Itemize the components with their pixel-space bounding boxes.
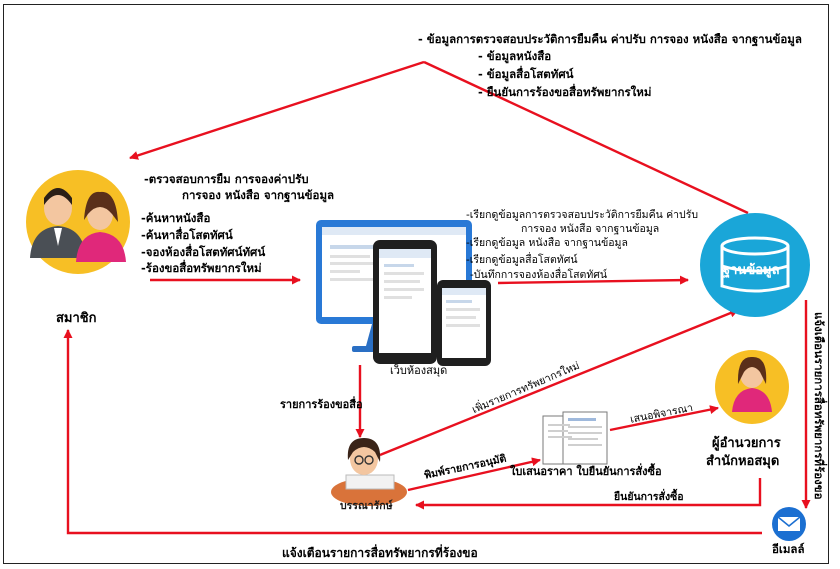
database-label: ฐานข้อมูล bbox=[723, 263, 780, 278]
director-figure bbox=[715, 350, 789, 424]
note-member-check-1: -ตรวจสอบการยืม การจองค่าปรับ bbox=[144, 172, 309, 186]
arrow-librarian-to-quotation bbox=[407, 457, 541, 492]
librarian-figure bbox=[331, 438, 407, 506]
note-member-action-2: -ค้นหาสื่อโสตทัศน์ bbox=[141, 228, 233, 242]
note-web-db-5: -บันทึกการจองห้องสื่อโสตทัศน์ bbox=[470, 269, 608, 281]
director-label-1: ผู้อำนวยการ bbox=[712, 436, 781, 451]
arrow-librarian-to-db bbox=[379, 308, 739, 457]
website-label: เว็บห้องสมุด bbox=[390, 364, 448, 377]
librarian-label: บรรณารักษ์ bbox=[340, 500, 393, 512]
database-figure bbox=[700, 213, 810, 317]
member-figure bbox=[26, 170, 130, 274]
note-request-list: รายการร้องขอสื่อ bbox=[280, 398, 363, 411]
note-member-action-4: -ร้องขอสื่อทรัพยากรใหม่ bbox=[141, 261, 262, 275]
note-top-item-1: - ข้อมูลหนังสือ bbox=[478, 49, 552, 63]
arrow-db-to-top bbox=[423, 60, 749, 215]
arrow-email-to-member bbox=[63, 329, 762, 535]
note-vertical-right: แจ้งเตือนรายการสื่อทรัพยากรที่ร้องขอ bbox=[812, 312, 826, 500]
director-label-2: สำนักหอสมุด bbox=[706, 454, 780, 469]
note-top-item-2: - ข้อมูลสื่อโสตทัศน์ bbox=[478, 67, 574, 81]
note-confirm-order: ยืนยันการสั่งซื้อ bbox=[614, 491, 684, 503]
member-label: สมาชิก bbox=[56, 311, 97, 326]
note-web-db-3: -เรียกดูข้อมูล หนังสือ จากฐานข้อมูล bbox=[466, 237, 628, 249]
note-web-db-4: -เรียกดูข้อมูลสื่อโสตทัศน์ bbox=[466, 254, 578, 266]
note-member-action-1: -ค้นหาหนังสือ bbox=[141, 211, 211, 225]
diagram-frame bbox=[3, 4, 829, 564]
note-member-action-3: -จองห้องสื่อโสตทัศน์ทัศน์ bbox=[141, 245, 266, 259]
note-notify-member: แจ้งเตือนรายการสื่อทรัพยากรที่ร้องขอ bbox=[282, 546, 478, 560]
quotation-docs bbox=[542, 411, 608, 465]
arrow-top-to-member bbox=[129, 60, 425, 160]
note-web-db-2: การจอง หนังสือ จากฐานข้อมูล bbox=[521, 223, 660, 235]
website-figure bbox=[316, 220, 491, 366]
arrow-quotation-to-director bbox=[609, 405, 719, 432]
email-figure bbox=[772, 507, 806, 541]
note-member-check-2: การจอง หนังสือ จากฐานข้อมูล bbox=[182, 188, 335, 202]
note-web-db-1: -เรียกดูข้อมูลการตรวจสอบประวัติการยืมคืน… bbox=[466, 209, 699, 221]
arrow-director-to-email bbox=[415, 478, 762, 510]
arrow-web-to-db bbox=[497, 275, 689, 285]
quotation-label: ใบเสนอราคา ใบยืนยันการสั่งซื้อ bbox=[510, 465, 662, 478]
email-label: อีเมลล์ bbox=[772, 542, 805, 556]
note-top-main: - ข้อมูลการตรวจสอบประวัติการยืมคืน ค่าปร… bbox=[418, 32, 802, 46]
note-top-item-3: - ยืนยันการร้องขอสื่อทรัพยากรใหม่ bbox=[478, 85, 652, 99]
